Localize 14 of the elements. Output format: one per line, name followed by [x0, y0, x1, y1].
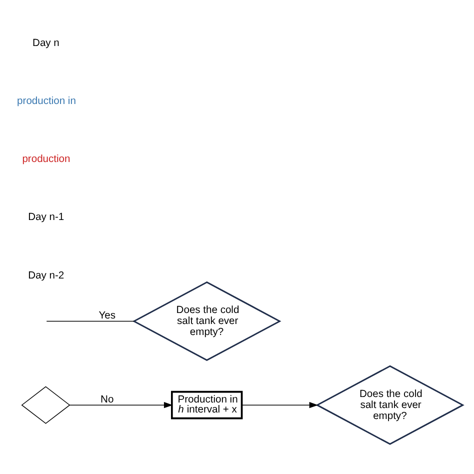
node-diamond: Does the cold salt tank ever empty? [132, 281, 282, 362]
node-box: Production in h interval + x [170, 390, 243, 420]
label: production in [17, 96, 76, 108]
label: production [22, 154, 70, 166]
label: Day n [32, 38, 60, 49]
connector [46, 320, 134, 322]
node-diamond: Does the cold salt tank ever empty? [316, 365, 464, 445]
label: Day n-2 [28, 270, 64, 282]
edge-label: Yes [98, 310, 116, 322]
label: Day n-1 [28, 212, 64, 224]
node-diamond [21, 386, 70, 424]
arrow [242, 402, 318, 408]
arrow [69, 402, 173, 408]
edge-label: No [100, 394, 114, 406]
